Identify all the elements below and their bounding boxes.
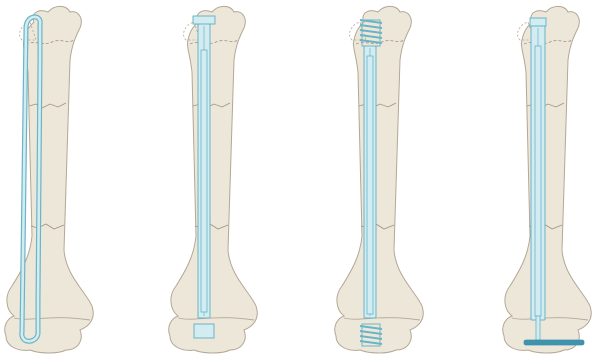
bottom-cap [194, 324, 214, 338]
panel-1 [5, 6, 94, 353]
bone-outline [169, 6, 258, 353]
top-cap [193, 16, 215, 24]
inner-rod [535, 46, 541, 316]
inner-rod [367, 56, 373, 314]
panel-2 [169, 6, 258, 353]
bone-outline [5, 6, 94, 353]
bone-outline [335, 6, 424, 353]
panel-3 [335, 6, 424, 353]
inner-rod [201, 50, 207, 312]
panel-4 [503, 6, 592, 353]
anchor-stem [536, 316, 540, 340]
crossbar-anchor [524, 340, 584, 345]
top-cap [530, 18, 546, 26]
bone-outline [503, 6, 592, 353]
